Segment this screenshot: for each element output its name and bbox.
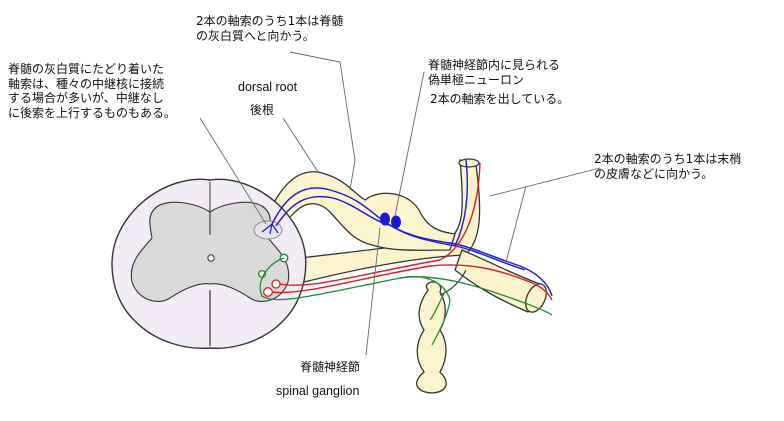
blue-fiber-peripheral: [384, 221, 553, 297]
label-two-axons: 2本の軸索を出している。: [430, 92, 570, 106]
blue-fiber-dorsal-ramus: [454, 159, 469, 247]
motor-neuron-body-1: [263, 287, 273, 297]
label-pseudo-unipolar: 脊髄神経節内に見られる 偽単極ニューロン: [428, 58, 561, 87]
dorsal-ramus-cut-end: [458, 158, 480, 168]
gray-matter-target-zone: [253, 220, 283, 240]
green-fiber-2: [399, 276, 553, 316]
central-canal: [207, 254, 215, 262]
leader-top-note: [289, 51, 356, 191]
ganglion-neuron-body-1: [380, 212, 390, 226]
leader-left-note: [199, 117, 267, 225]
label-ganglion-ja: 脊髄神経節: [300, 360, 361, 374]
sympathetic-chain: [416, 281, 447, 394]
label-left-note: 脊髄の灰白質にたどり着いた 軸索は、種々の中継核に接続 する場合が多いが、中継な…: [8, 62, 177, 120]
motor-neuron-body-2: [271, 279, 281, 289]
blue-fiber-central: [271, 187, 386, 225]
leader-lines: [199, 51, 601, 356]
ganglion-neuron-body-2: [391, 215, 401, 229]
ventral-ramus: [454, 249, 541, 313]
dorsal-root: [269, 171, 456, 251]
label-dorsal-root-ja: 後根: [250, 103, 275, 117]
red-fiber-1: [271, 264, 553, 301]
green-fiber-1: [259, 257, 451, 301]
leader-ganglion: [365, 227, 381, 356]
label-top-note: 2本の軸索のうち1本は脊髄 の灰白質へと向かう。: [196, 14, 344, 43]
label-peripheral-note: 2本の軸索のうち1本は末梢 の皮膚などに向かう。: [594, 152, 742, 181]
leader-pseudo-unipolar: [394, 71, 425, 217]
communicating-ramus: [439, 269, 467, 296]
red-fiber-2: [279, 162, 481, 286]
label-dorsal-root-en: dorsal root: [238, 80, 298, 94]
leader-peripheral-2: [505, 185, 527, 263]
leader-dorsal-root: [282, 117, 319, 173]
label-ganglion-en: spinal ganglion: [276, 384, 360, 398]
leader-peripheral: [489, 167, 601, 197]
blue-terminal-branches: [261, 223, 279, 235]
green-fiber-chain: [429, 289, 451, 346]
blue-fiber-central-2: [275, 195, 393, 227]
